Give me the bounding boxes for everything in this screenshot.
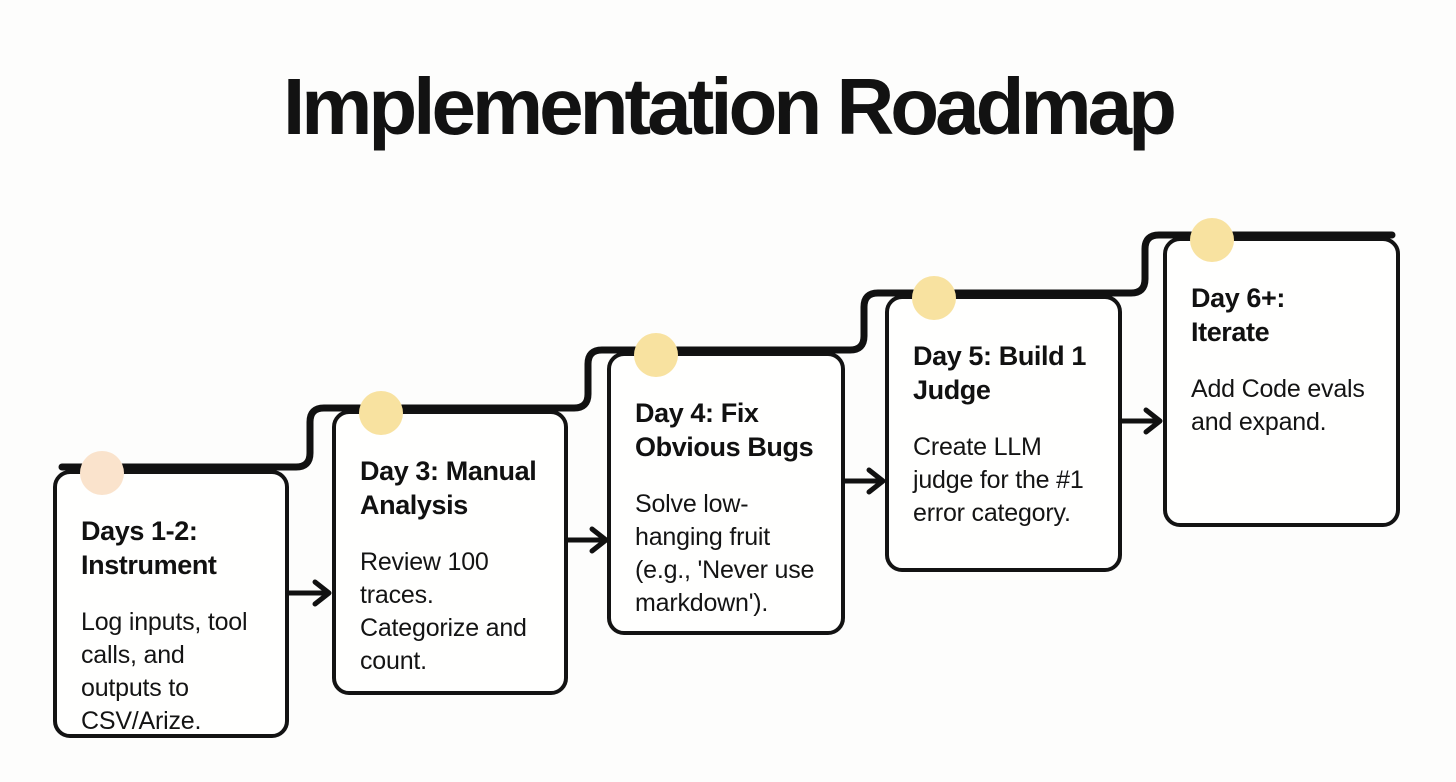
roadmap-card-days-1-2: Days 1-2: Instrument Log inputs, tool ca… — [53, 451, 289, 738]
card-body: Add Code evals and expand. — [1191, 375, 1365, 436]
roadmap-card-day-3: Day 3: Manual Analysis Review 100 traces… — [332, 391, 568, 695]
card-body: Create LLM judge for the #1 error catego… — [913, 433, 1084, 527]
connector-arrow — [564, 526, 609, 554]
milestone-dot — [359, 391, 403, 435]
milestone-dot — [80, 451, 124, 495]
milestone-dot — [1190, 218, 1234, 262]
roadmap-card-day-4: Day 4: Fix Obvious Bugs Solve low- hangi… — [607, 333, 845, 635]
roadmap-card-day-6: Day 6+: Iterate Add Code evals and expan… — [1163, 218, 1400, 527]
page-title: Implementation Roadmap — [283, 62, 1177, 151]
connector-arrow — [285, 579, 332, 607]
card-body: Log inputs, tool calls, and outputs to C… — [81, 608, 248, 735]
milestone-dot — [912, 276, 956, 320]
connector-arrow — [1118, 407, 1163, 435]
card-body: Review 100 traces. Categorize and count. — [360, 548, 527, 675]
milestone-dot — [634, 333, 678, 377]
connector-arrow — [841, 467, 886, 495]
card-heading: Days 1-2: Instrument — [81, 516, 217, 580]
roadmap-card-day-5: Day 5: Build 1 Judge Create LLM judge fo… — [885, 276, 1122, 572]
card-body: Solve low- hanging fruit (e.g., 'Never u… — [635, 490, 815, 617]
